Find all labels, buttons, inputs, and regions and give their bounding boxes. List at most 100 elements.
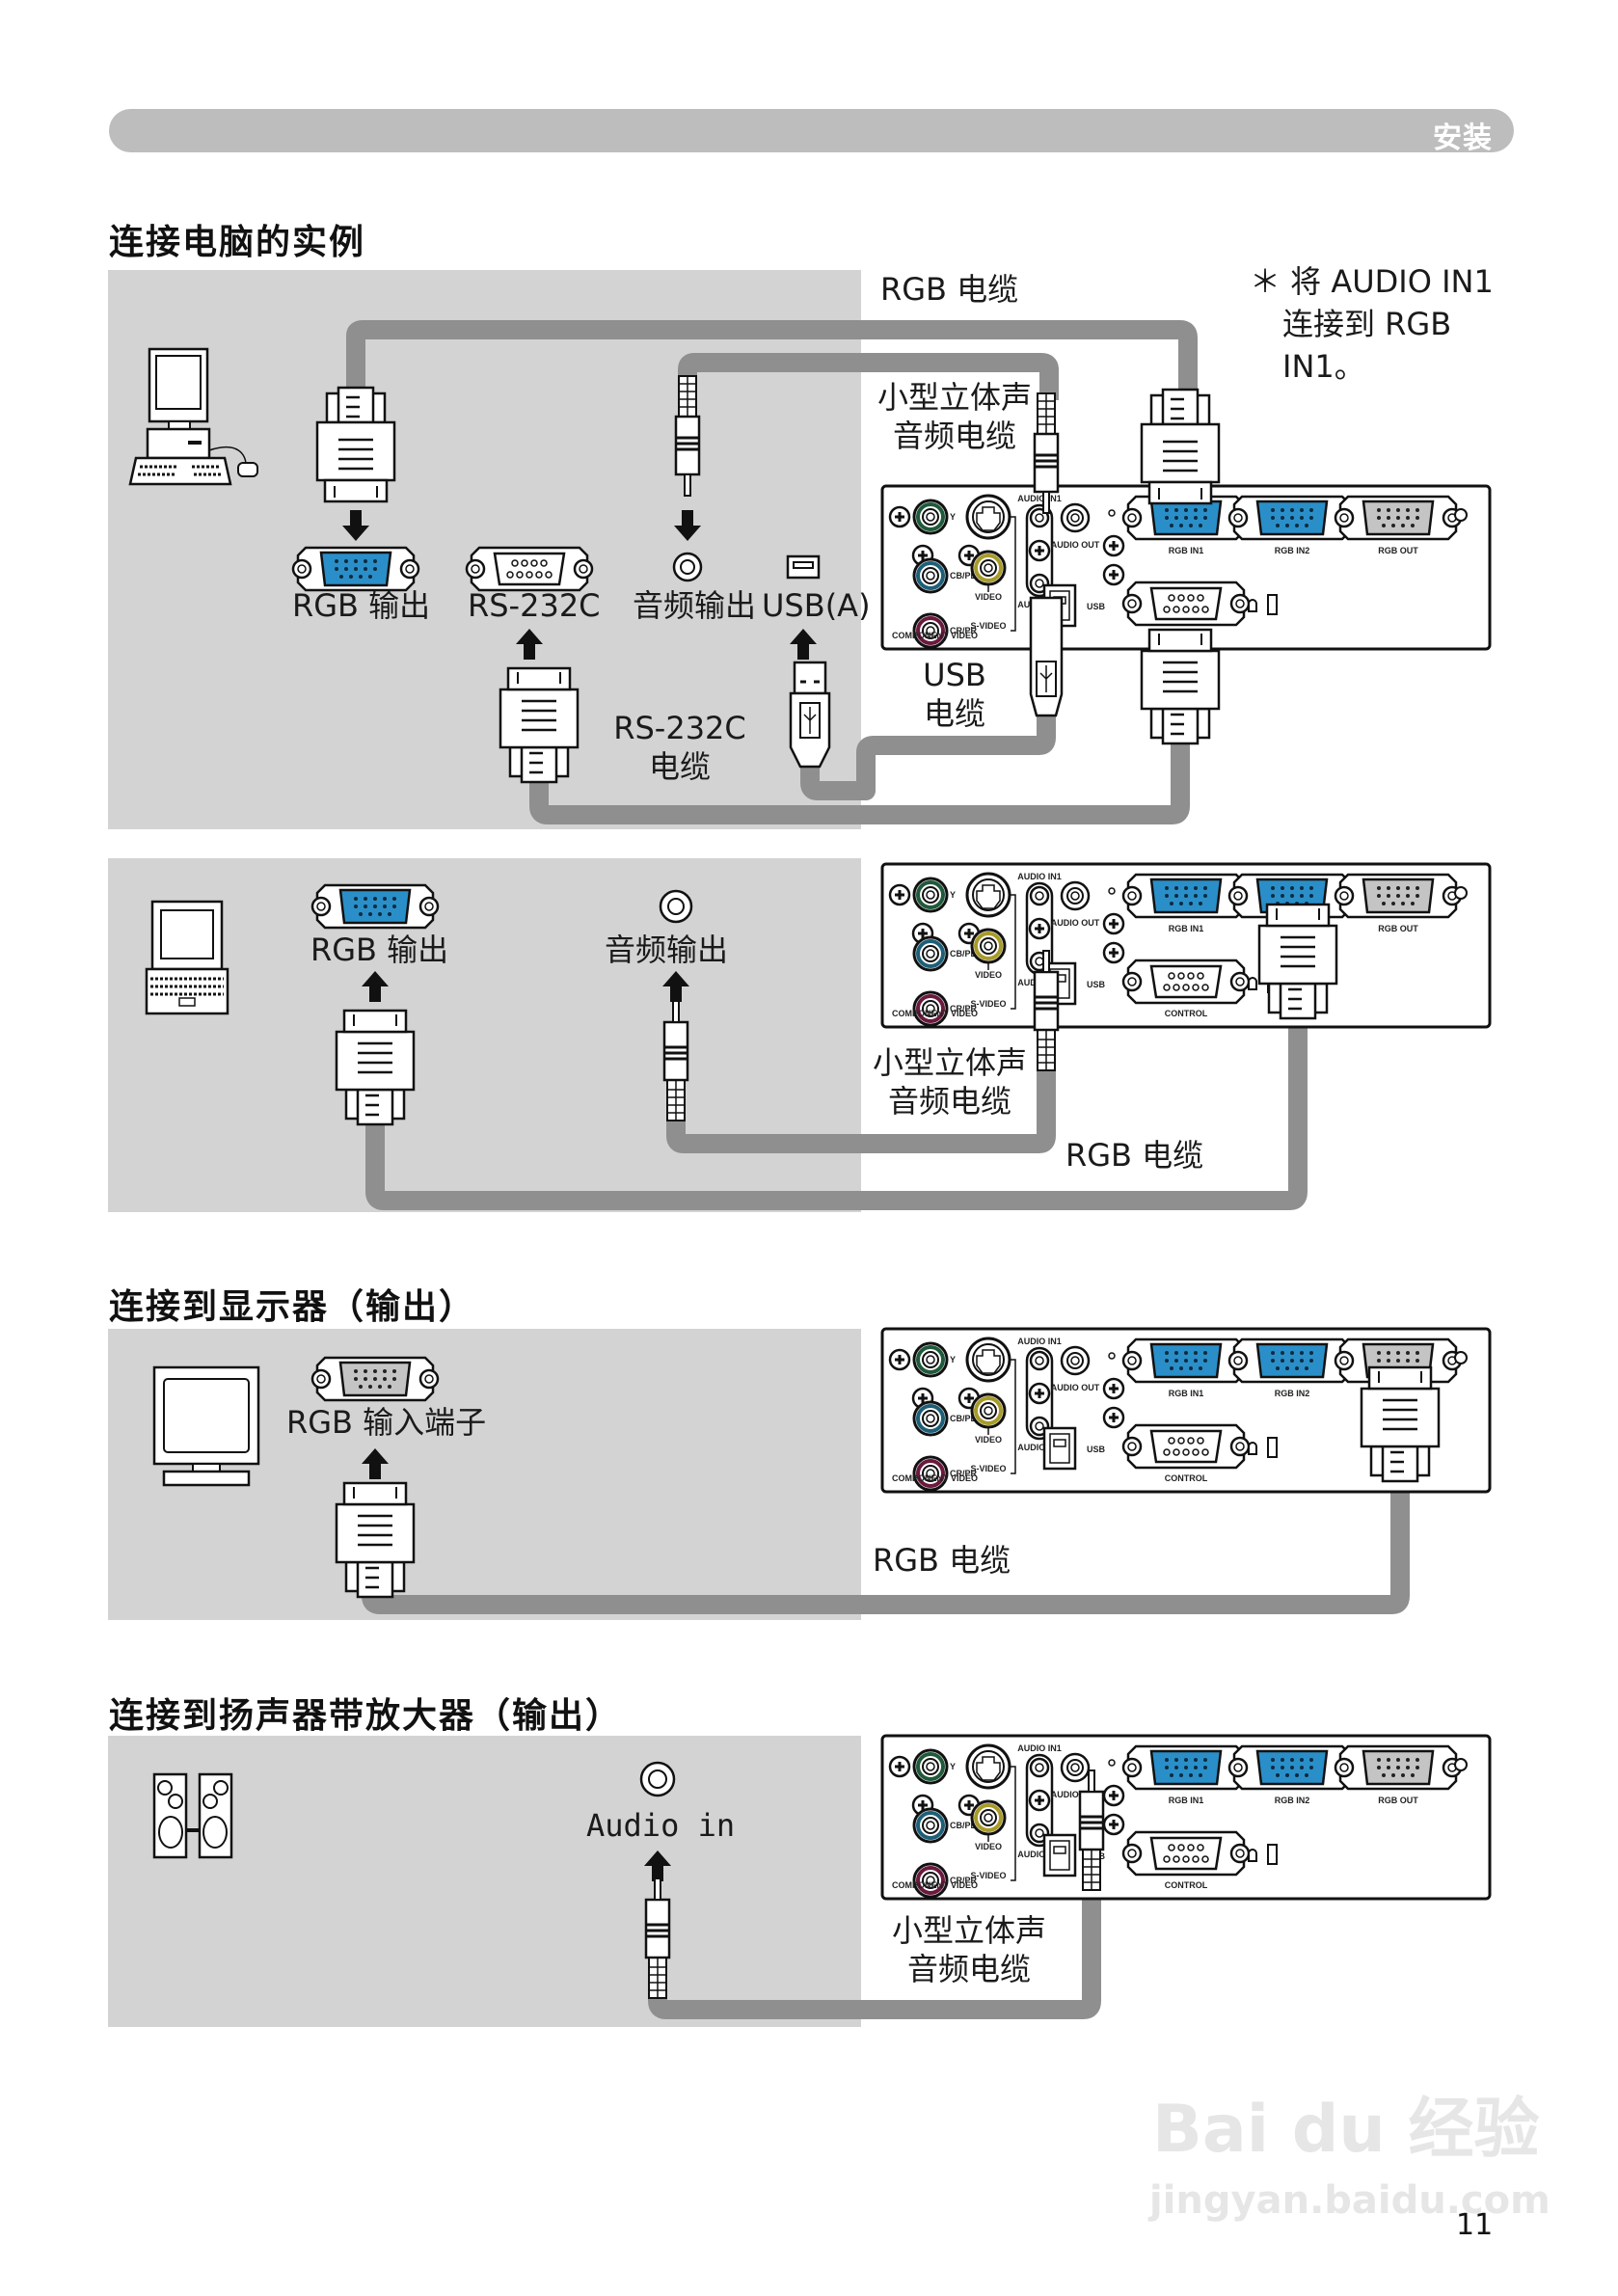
port-label: VIDEO (975, 1435, 1002, 1445)
usb-b-plug-projector (1029, 596, 1064, 717)
rgb-cable-label: RGB 电缆 (880, 271, 1019, 308)
port-label: VIDEO (975, 592, 1002, 602)
screw-icon (1028, 1789, 1051, 1812)
rgb-out-port (1334, 1744, 1463, 1791)
cr-port (912, 990, 949, 1027)
rs232c-cable (529, 733, 1190, 824)
screw-icon (1102, 941, 1125, 964)
port-label: S-VIDEO (970, 1464, 1006, 1473)
audio-plug-computer (674, 374, 701, 498)
section3-cables (362, 1475, 1410, 1614)
section1-cables (346, 320, 1198, 824)
arrow-down-icon (674, 510, 701, 541)
port-label: RGB IN2 (1275, 1389, 1310, 1398)
rgb-cable-plug-laptop (337, 1011, 414, 1124)
arrow-up-icon (790, 629, 817, 660)
port-label: AUDIO IN1 (1017, 1337, 1062, 1346)
audio-plug-speaker (646, 1878, 669, 1998)
cb-port (912, 1807, 949, 1844)
usb-cable-line1: USB (923, 657, 986, 693)
audio-out-port (1060, 880, 1091, 911)
usb-cable-line2: 电缆 (923, 695, 985, 732)
port-label: AUDIO IN1 (1017, 872, 1062, 881)
rs232c-label: RS-232C (468, 587, 601, 624)
port-label: Y (950, 1762, 956, 1771)
computer-rgb-out-port (291, 546, 420, 592)
port-label: Y (950, 1355, 956, 1364)
screw-icon (1028, 539, 1051, 562)
laptop-rgb-out-port (310, 883, 440, 930)
rgb-cable-label-s2: RGB 电缆 (1065, 1137, 1204, 1174)
laptop-audio-out-label: 音频输出 (605, 932, 729, 968)
port-label: CR/PR (950, 626, 978, 635)
y-port (912, 1341, 949, 1378)
arrow-up-icon (516, 629, 543, 660)
section-title-computer: 连接电脑的实例 (109, 223, 366, 262)
port-label: RGB IN2 (1275, 1796, 1310, 1805)
port-label: AUDIO IN1 (1017, 494, 1062, 503)
mini-stereo-cable-label-s2: 小型立体声 音频电缆 (873, 1043, 1027, 1121)
rgb-cable-plug-projector-s2 (1259, 905, 1336, 1018)
rs232c-cable-line2: 电缆 (648, 748, 711, 785)
screw-icon (888, 883, 911, 906)
audio-in-label: Audio in (586, 1807, 736, 1844)
port-label: VIDEO (975, 970, 1002, 980)
cb-port (912, 557, 949, 594)
video-port (970, 1799, 1007, 1836)
monitor-icon (152, 1365, 260, 1487)
computer-rs232c-port (465, 546, 594, 592)
section4-cables (648, 1880, 1101, 2019)
cr-port (912, 612, 949, 649)
monitor-rgb-input-label: RGB 输入端子 (286, 1404, 487, 1441)
port-label: S-VIDEO (970, 999, 1006, 1009)
component-video-label: COMPONENT VIDEO (892, 631, 978, 640)
audio-plug-laptop (664, 1001, 688, 1121)
speakers-icon (152, 1772, 233, 1859)
rgb-cable-plug-monitor (337, 1483, 414, 1597)
control-port (1121, 581, 1251, 627)
port-label: RGB IN2 (1275, 546, 1310, 555)
screw-icon (1028, 1382, 1051, 1405)
rgb-cable-s3 (362, 1475, 1410, 1614)
audio-out-port (1060, 502, 1091, 533)
rgb-out-port (1334, 495, 1463, 541)
y-port (912, 499, 949, 535)
port-label: AUDIO OUT (1051, 1790, 1100, 1799)
component-video-label: COMPONENT VIDEO (892, 1009, 978, 1018)
note-line-3: IN1。 (1282, 348, 1365, 385)
usb-cable-label: USB 电缆 (906, 656, 1003, 733)
computer-audio-out-port (672, 552, 703, 582)
component-video-label: COMPONENT VIDEO (892, 1880, 978, 1890)
laptop-audio-out-port (659, 889, 693, 924)
port-label: CR/PR (950, 1469, 978, 1478)
watermark-brand: Bai du 经验 (1152, 2092, 1540, 2168)
mini-stereo-line2: 音频电缆 (892, 418, 1016, 454)
page-number: 11 (1456, 2208, 1494, 2242)
control-port (1121, 959, 1251, 1005)
svideo-port (965, 494, 1011, 540)
port-label: AUDIO OUT (1051, 1383, 1100, 1392)
port-label: AUDIO IN2 (1017, 1443, 1062, 1452)
cb-port (912, 935, 949, 972)
desktop-computer-icon (128, 347, 258, 486)
port-label: USB (1087, 980, 1106, 989)
audio-in1-port (1029, 885, 1050, 906)
rs232c-cable-line1: RS-232C (613, 710, 746, 746)
port-label: S-VIDEO (970, 621, 1006, 631)
control-port (1121, 1423, 1251, 1470)
port-label: AUDIO OUT (1051, 540, 1100, 550)
port-label: RGB IN1 (1169, 546, 1204, 555)
svideo-port (965, 872, 1011, 918)
mini-stereo-line1: 小型立体声 (892, 1912, 1047, 1949)
port-label: Y (950, 890, 956, 900)
mini-stereo-line2: 音频电缆 (887, 1083, 1011, 1120)
audio-cable-s4 (648, 1880, 1101, 2019)
port-label: RGB OUT (1378, 924, 1418, 933)
audio-in1-port (1029, 1757, 1050, 1778)
component-video-label: COMPONENT VIDEO (892, 1473, 978, 1483)
rgb-cable-top (346, 320, 1198, 393)
port-label: RGB IN1 (1169, 1796, 1204, 1805)
